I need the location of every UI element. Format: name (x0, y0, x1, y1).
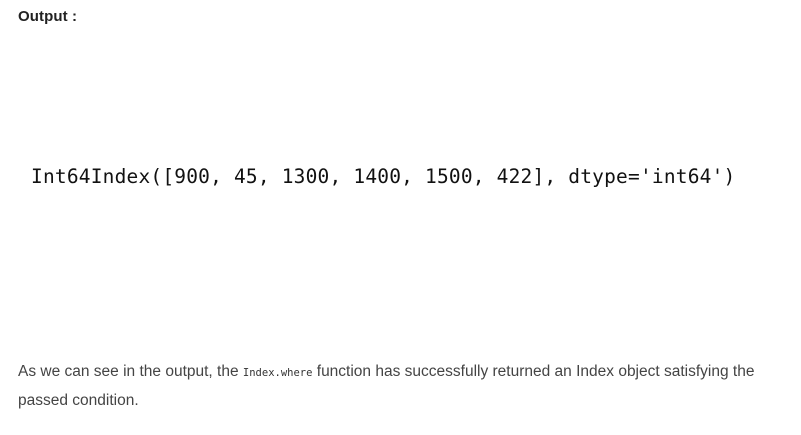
paragraph-text-after: function has successfully returned an In… (18, 363, 755, 409)
output-code-line: Int64Index([900, 45, 1300, 1400, 1500, 4… (31, 165, 736, 188)
explanation-paragraph: As we can see in the output, the Index.w… (18, 358, 788, 414)
output-heading: Output : (18, 8, 78, 25)
output-display: Int64Index([900, 45, 1300, 1400, 1500, 4… (18, 40, 783, 330)
paragraph-text-before: As we can see in the output, the (18, 363, 243, 380)
inline-code: Index.where (242, 367, 313, 379)
